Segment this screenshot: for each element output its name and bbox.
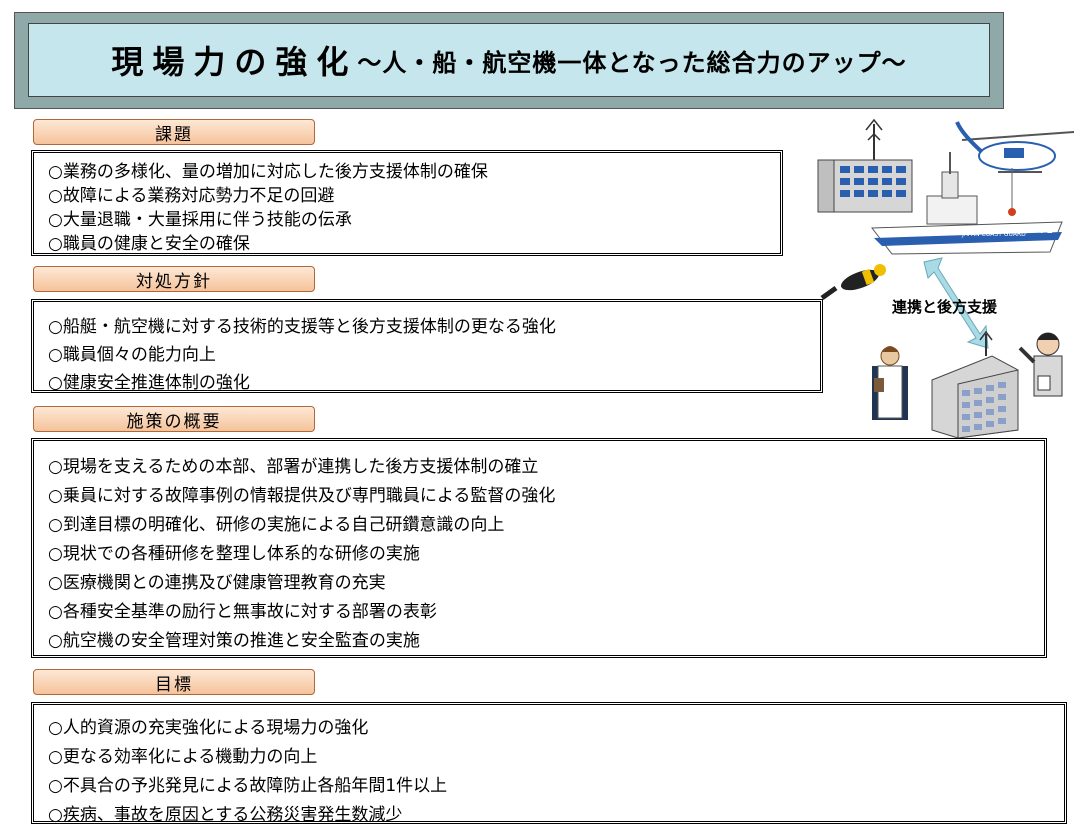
- ship-label: JAPAN COAST GUARD: [961, 231, 1026, 238]
- page-subtitle: ～人・船・航空機一体となった総合力のアップ～: [357, 48, 907, 77]
- list-item: ○職員の健康と安全の確保: [48, 234, 250, 254]
- helicopter-icon: [955, 121, 1074, 216]
- list-item: ○健康安全推進体制の強化: [48, 373, 250, 393]
- list-item: ○到達目標の明確化、研修の実施による自己研鑽意識の向上: [48, 515, 505, 535]
- diver-icon: [820, 264, 886, 301]
- title-banner: 現場力の強化 ～人・船・航空機一体となった総合力のアップ～: [14, 12, 1004, 109]
- list-item: ○船艇・航空機に対する技術的支援等と後方支援体制の更なる強化: [48, 317, 556, 337]
- list-item: ○各種安全基準の励行と無事故に対する部署の表彰: [48, 602, 437, 622]
- policy-box: ○船艇・航空機に対する技術的支援等と後方支援体制の更なる強化 ○職員個々の能力向…: [31, 299, 823, 393]
- ship-mark: PL: [1040, 226, 1053, 236]
- list-item: ○故障による業務対応勢力不足の回避: [48, 186, 335, 206]
- headquarters-building-icon: [931, 330, 1019, 438]
- list-item: ○航空機の安全管理対策の推進と安全監査の実施: [48, 631, 420, 651]
- double-arrow-icon: [923, 257, 989, 349]
- goals-box: ○人的資源の充実強化による現場力の強化 ○更なる効率化による機動力の向上 ○不具…: [31, 702, 1067, 825]
- list-item: ○人的資源の充実強化による現場力の強化: [48, 718, 369, 738]
- list-item: ○乗員に対する故障事例の情報提供及び専門職員による監督の強化: [48, 486, 556, 506]
- office-building-icon: [817, 118, 913, 213]
- section-label-issues: 課題: [33, 119, 315, 145]
- measures-box: ○現場を支えるための本部、部署が連携した後方支援体制の確立 ○乗員に対する故障事…: [31, 438, 1047, 658]
- list-item: ○医療機関との連携及び健康管理教育の充実: [48, 573, 386, 593]
- page-title: 現場力の強化: [111, 43, 358, 81]
- coordination-illustration: JAPAN COAST GUARD PL 連携と後方支援: [817, 118, 1074, 438]
- staff-person-icon: [1018, 332, 1063, 397]
- section-label-measures: 施策の概要: [33, 406, 315, 432]
- list-item: ○疾病、事故を原因とする公務災害発生数減少: [48, 805, 403, 825]
- list-item: ○更なる効率化による機動力の向上: [48, 747, 318, 767]
- list-item: ○大量退職・大量採用に伴う技能の伝承: [48, 210, 352, 230]
- doctor-icon: [872, 346, 908, 420]
- issues-box: ○業務の多様化、量の増加に対応した後方支援体制の確保 ○故障による業務対応勢力不…: [31, 150, 783, 256]
- section-label-policy: 対処方針: [33, 266, 315, 292]
- section-label-goals: 目標: [33, 669, 315, 695]
- list-item: ○業務の多様化、量の増加に対応した後方支援体制の確保: [48, 162, 488, 182]
- list-item: ○不具合の予兆発見による故障防止各船年間1件以上: [48, 776, 448, 796]
- patrol-ship-icon: JAPAN COAST GUARD PL: [871, 152, 1063, 255]
- list-item: ○現場を支えるための本部、部署が連携した後方支援体制の確立: [48, 457, 539, 477]
- title-panel: 現場力の強化 ～人・船・航空機一体となった総合力のアップ～: [28, 23, 990, 97]
- list-item: ○職員個々の能力向上: [48, 345, 216, 365]
- illustration-caption: 連携と後方支援: [892, 298, 998, 316]
- list-item: ○現状での各種研修を整理し体系的な研修の実施: [48, 544, 420, 564]
